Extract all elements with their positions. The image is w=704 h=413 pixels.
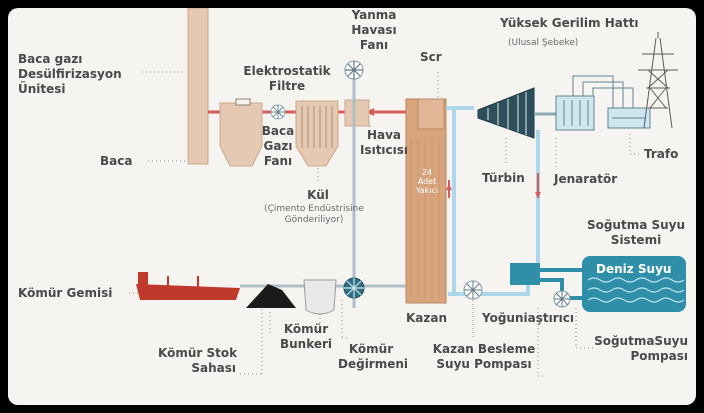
coal-mill-icon xyxy=(343,277,365,299)
generator-label: Jenaratör xyxy=(554,172,618,186)
condenser xyxy=(510,263,540,285)
air-fan-line-3: Fanı xyxy=(359,38,389,52)
national-grid-label: (Ulusal Şebeke) xyxy=(508,38,579,48)
cooling-system-line-1: Soğutma Suyu xyxy=(586,218,686,232)
burners-line-3: Yakıcı xyxy=(415,186,439,195)
coal-ship xyxy=(136,272,240,300)
air-fan-line-1: Yanma xyxy=(351,8,397,22)
coal-bunker-line-1: Kömür xyxy=(283,322,329,336)
cooling-pump-line-1: SoğutmaSuyu xyxy=(594,334,688,348)
ash-note-line-2: Gönderiliyor) xyxy=(284,215,344,225)
burners-line-2: Adet xyxy=(417,177,437,186)
desulf-line-2: Desülfirizasyon xyxy=(18,67,122,81)
steam-pipe xyxy=(446,106,530,296)
high-voltage-line-label: Yüksek Gerilim Hattı xyxy=(500,16,639,30)
coal-mill-line-2: Değirmeni xyxy=(338,357,409,371)
desulf-line-1: Baca gazı xyxy=(18,52,83,66)
air-heater-label: Hava Isıtıcısı xyxy=(358,128,410,158)
flue-fan-line-1: Baca xyxy=(261,124,295,138)
coal-stock-line-1: Kömür Stok xyxy=(158,346,238,360)
coal-mill-line-1: Kömür xyxy=(348,342,394,356)
air-fan-line-2: Havası xyxy=(351,23,397,37)
diagram-frame: Baca gazı Desülfirizasyon Ünitesi Baca K… xyxy=(8,8,696,405)
chimney xyxy=(187,8,209,165)
desulfurization-label: Baca gazı Desülfirizasyon Ünitesi xyxy=(18,52,122,97)
feedwater-pump-label: Kazan Besleme Suyu Pompası xyxy=(428,342,540,372)
cooling-pump-line-2: Pompası xyxy=(630,349,689,363)
air-heater-line-2: Isıtıcısı xyxy=(359,143,409,157)
air-heater xyxy=(344,99,370,127)
coal-stock-line-2: Sahası xyxy=(191,361,236,375)
sea-water xyxy=(582,256,686,312)
ash-label: Kül xyxy=(307,188,329,202)
flue-gas-fan-icon xyxy=(270,104,286,120)
flue-gas-fan-label: Baca Gazı Fanı xyxy=(256,124,300,169)
pylon-icon xyxy=(638,32,678,129)
boiler xyxy=(405,98,447,304)
electrostatic-filter-label: Elektrostatik Filtre xyxy=(240,64,334,94)
desulf-line-3: Ünitesi xyxy=(18,82,66,96)
air-heater-line-1: Hava xyxy=(366,128,402,142)
combustion-air-fan-label: Yanma Havası Fanı xyxy=(348,8,400,53)
scr-label: Scr xyxy=(420,50,442,64)
transformer-label: Trafo xyxy=(644,147,679,161)
coal-bunker-line-2: Bunkeri xyxy=(279,337,333,351)
boiler-label: Kazan xyxy=(406,311,448,325)
electrostatic-filter xyxy=(295,100,339,167)
electrostatic-line-1: Elektrostatik xyxy=(243,64,331,78)
combustion-air-fan-icon xyxy=(344,60,364,80)
desulfurization-unit xyxy=(219,102,263,167)
flue-gas-arrow xyxy=(366,108,374,116)
flue-fan-line-3: Fanı xyxy=(263,154,293,168)
scr-unit xyxy=(417,98,445,130)
coal-bunker xyxy=(303,279,337,315)
sea-water-label: Deniz Suyu xyxy=(596,262,672,276)
burners-line-1: 24 xyxy=(421,168,433,177)
chimney-label: Baca xyxy=(100,154,133,168)
cooling-system-label: Soğutma Suyu Sistemi xyxy=(580,218,692,248)
feedwater-pump-icon xyxy=(463,280,483,300)
turbine-label: Türbin xyxy=(482,171,525,185)
ash-note-line-1: (Çimento Endüstrisine xyxy=(264,204,364,214)
flue-fan-line-2: Gazı xyxy=(263,139,293,153)
coal-mill-label: Kömür Değirmeni xyxy=(338,342,409,372)
coal-pile xyxy=(246,284,296,308)
coal-bunker-label: Kömür Bunkeri xyxy=(278,322,334,352)
cooling-water-pump-icon xyxy=(553,290,571,308)
cooling-system-line-2: Sistemi xyxy=(610,233,662,247)
electrostatic-line-2: Filtre xyxy=(268,79,306,93)
coal-ship-label: Kömür Gemisi xyxy=(18,286,113,300)
burners-label: 24 Adet Yakıcı xyxy=(410,168,444,195)
cooling-pump-label: SoğutmaSuyu Pompası xyxy=(586,334,688,364)
feedwater-line-1: Kazan Besleme xyxy=(432,342,536,356)
turbine xyxy=(477,87,535,139)
feedwater-line-2: Suyu Pompası xyxy=(436,357,532,371)
process-diagram xyxy=(129,8,686,377)
coal-stock-label: Kömür Stok Sahası xyxy=(158,346,238,376)
condenser-label: Yoğuniaştırıcı xyxy=(482,311,574,325)
ash-note: (Çimento Endüstrisine Gönderiliyor) xyxy=(252,204,376,226)
